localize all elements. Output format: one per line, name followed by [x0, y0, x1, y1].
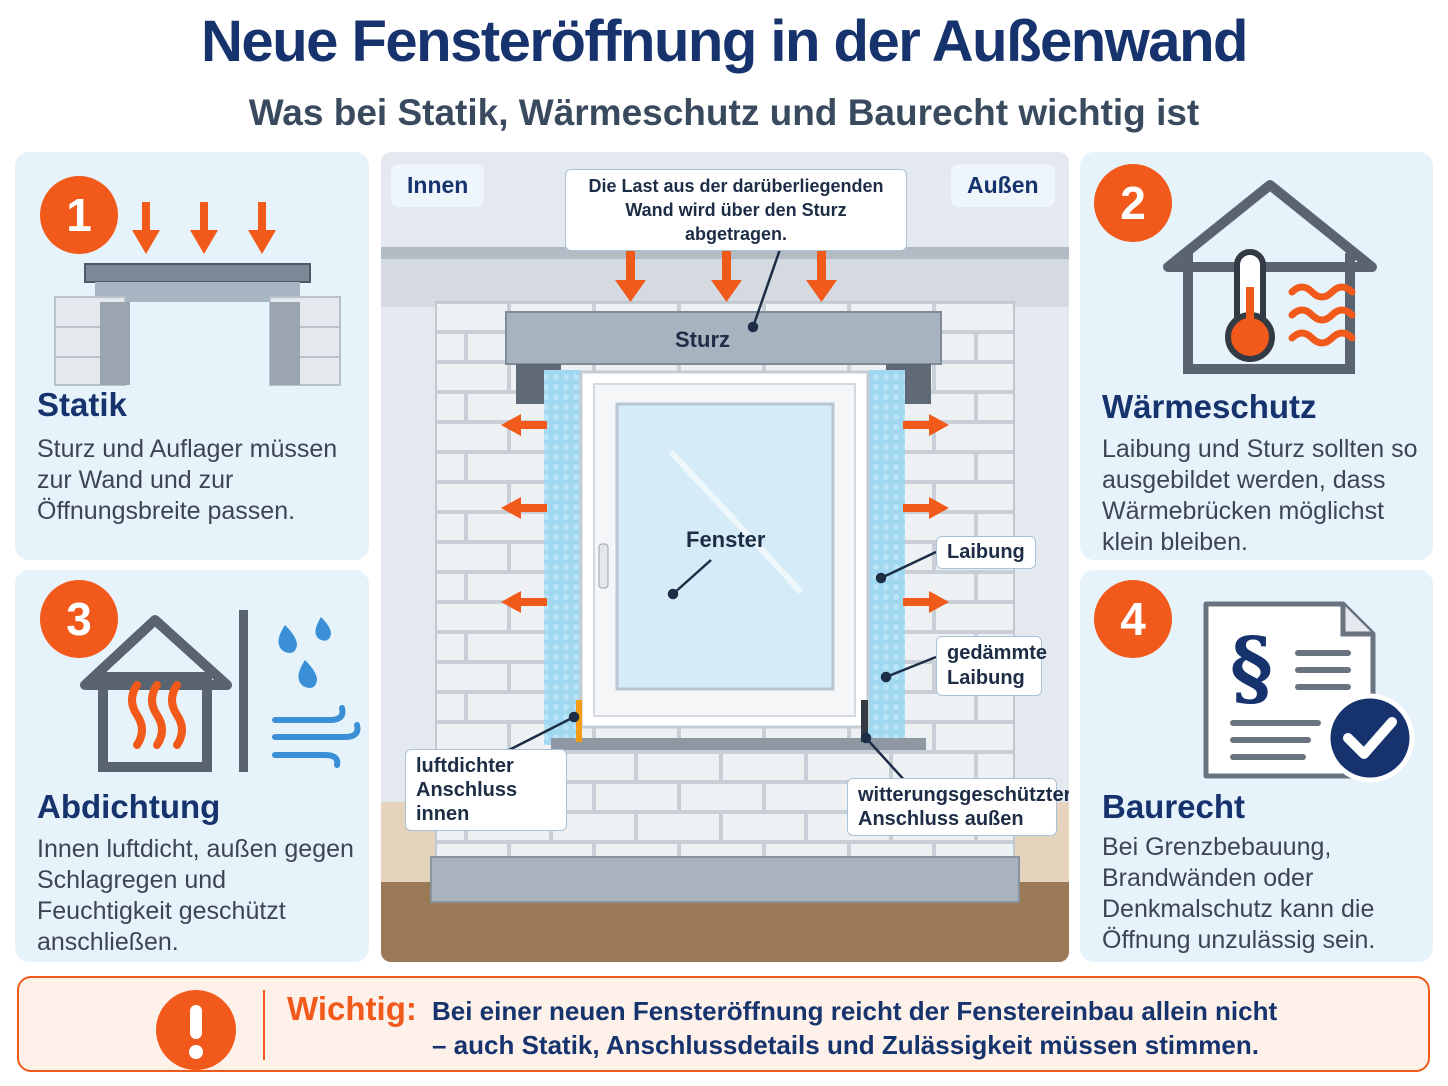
- airtight-inside-label: luftdichter Anschluss innen: [405, 749, 567, 831]
- load-note-label: Die Last aus der darüberliegenden Wand w…: [565, 169, 907, 251]
- page-subtitle: Was bei Statik, Wärmeschutz und Baurecht…: [248, 92, 1200, 133]
- exclamation-icon: [156, 990, 236, 1070]
- svg-text:§: §: [1230, 620, 1273, 716]
- notice-label: Wichtig:: [287, 990, 417, 1027]
- card-waermeschutz: 2 Wärmeschutz Laibung und Sturz sollten …: [1080, 152, 1433, 560]
- step-number-3: 3: [40, 580, 118, 658]
- card-text: Laibung und Sturz sollten so ausgebildet…: [1102, 435, 1418, 556]
- paragraph-document-check-icon: §: [1203, 601, 1415, 783]
- card-statik: 1 Statik Sturz und Auflager müssen zur W…: [15, 152, 369, 560]
- lintel-label: Sturz: [675, 327, 730, 352]
- reveal-label: Laibung: [936, 536, 1036, 569]
- insulated-reveal-label: gedämmte Laibung: [936, 636, 1047, 696]
- card-title: Baurecht: [1102, 788, 1246, 825]
- important-notice: Wichtig: Bei einer neuen Fensteröffnung …: [17, 976, 1430, 1072]
- side-label-inside: Innen: [391, 164, 485, 207]
- house-thermometer-icon: [1163, 180, 1377, 374]
- divider: [263, 990, 265, 1060]
- step-number-1: 1: [40, 176, 118, 254]
- card-text: Innen luftdicht, außen gegen Schlagregen…: [37, 835, 354, 956]
- house-rain-wind-icon: [80, 610, 361, 772]
- lintel-load-icon: [54, 202, 341, 386]
- weatherproof-outside-label: witterungsgeschützter Anschluss außen: [847, 778, 1069, 836]
- card-text: Bei Grenzbebauung, Brandwänden oder Denk…: [1102, 833, 1376, 954]
- step-number-4: 4: [1094, 580, 1172, 658]
- card-text: Sturz und Auflager müssen zur Wand und z…: [37, 435, 338, 525]
- side-label-outside: Außen: [951, 164, 1055, 207]
- card-title: Wärmeschutz: [1102, 388, 1317, 425]
- step-number-2: 2: [1094, 164, 1172, 242]
- card-baurecht: 4 § Baurecht Bei Grenzbebauung, Brandwän…: [1080, 570, 1433, 962]
- card-abdichtung: 3 Abdichtung Innen luftdicht, außen gege…: [15, 570, 369, 962]
- card-title: Statik: [37, 386, 127, 423]
- card-title: Abdichtung: [37, 788, 221, 825]
- window-section-diagram: Innen Außen Die Last aus der darüberlieg…: [381, 152, 1069, 962]
- notice-text: Bei einer neuen Fensteröffnung reicht de…: [432, 996, 1278, 1060]
- window-label: Fenster: [686, 527, 766, 552]
- page-title: Neue Fensteröffnung in der Außenwand: [201, 9, 1248, 74]
- load-arrows: [615, 244, 837, 302]
